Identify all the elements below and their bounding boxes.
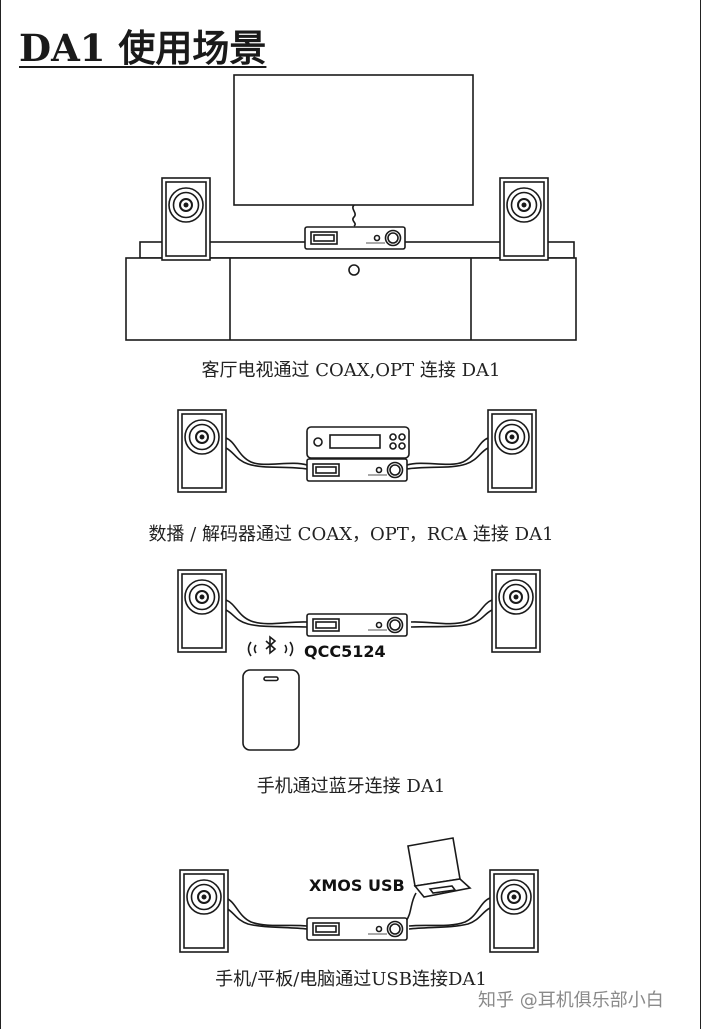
dac-unit-icon <box>306 458 408 482</box>
watermark: 知乎 @耳机俱乐部小白 <box>478 990 664 1011</box>
speaker-icon <box>177 409 227 493</box>
qcc-chip-label: QCC5124 <box>304 642 386 661</box>
scene-usb <box>179 837 539 953</box>
page-title: DA1 使用场景 <box>19 26 267 70</box>
frame-left-border <box>0 0 1 1029</box>
tv-icon <box>233 74 474 206</box>
scene-bluetooth <box>177 569 541 751</box>
scene-living-room <box>125 74 577 341</box>
speaker-icon <box>489 869 539 953</box>
dac-unit-icon <box>304 226 406 250</box>
speaker-icon <box>499 177 549 261</box>
bluetooth-icon <box>247 635 294 657</box>
tv-cabinet <box>125 241 577 341</box>
streamer-icon <box>306 426 410 459</box>
speaker-icon <box>179 869 229 953</box>
caption-bluetooth: 手机通过蓝牙连接 DA1 <box>256 776 446 797</box>
dac-unit-icon <box>306 917 408 941</box>
speaker-icon <box>491 569 541 653</box>
phone-icon <box>242 669 300 751</box>
xmos-chip-label: XMOS USB <box>309 876 405 895</box>
speaker-icon <box>177 569 227 653</box>
caption-streamer: 数播 / 解码器通过 COAX，OPT，RCA 连接 DA1 <box>148 524 554 545</box>
scene-streamer <box>177 409 537 493</box>
caption-living-room: 客厅电视通过 COAX,OPT 连接 DA1 <box>201 360 501 381</box>
frame-right-border <box>700 0 701 1029</box>
dac-unit-icon <box>306 613 408 637</box>
speaker-icon <box>161 177 211 261</box>
speaker-icon <box>487 409 537 493</box>
caption-usb: 手机/平板/电脑通过USB连接DA1 <box>215 969 487 990</box>
laptop-icon <box>407 837 472 898</box>
